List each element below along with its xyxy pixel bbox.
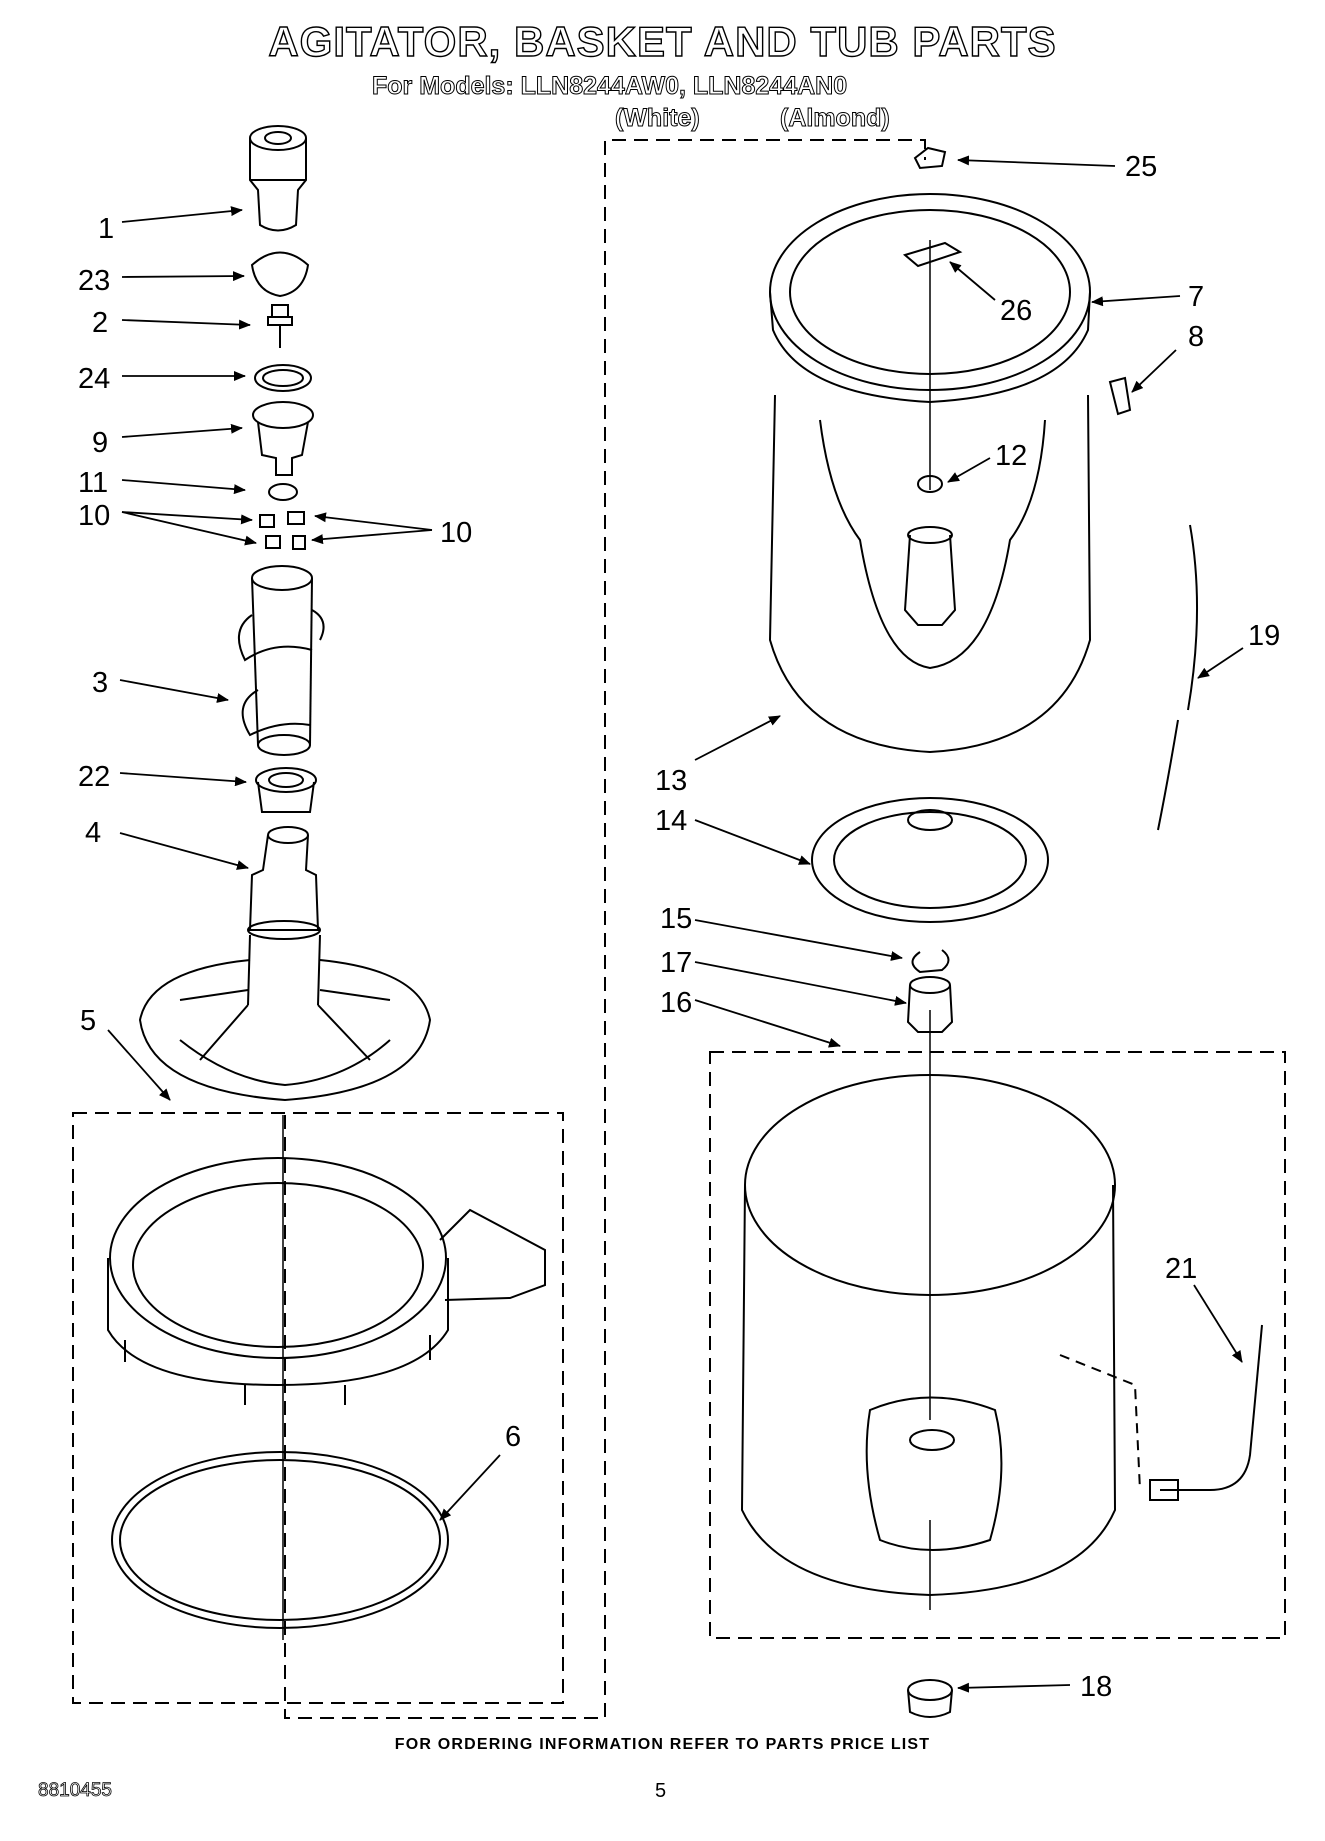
part-17-coupling-icon xyxy=(906,976,954,1033)
part-16-tub-icon xyxy=(740,1074,1117,1597)
callout-10-right: 10 xyxy=(440,517,472,549)
callout-1: 1 xyxy=(98,213,114,245)
callout-7: 7 xyxy=(1188,281,1204,313)
part-9-icon xyxy=(252,401,314,476)
callout-23: 23 xyxy=(78,265,110,297)
ordering-note: FOR ORDERING INFORMATION REFER TO PARTS … xyxy=(394,1736,931,1753)
part-10-clips-icon xyxy=(259,511,306,550)
part-5-housing-icon xyxy=(107,1157,546,1405)
page-number: 5 xyxy=(655,1780,667,1802)
callout-21: 21 xyxy=(1165,1253,1197,1285)
callout-24: 24 xyxy=(78,363,110,395)
models-line: For Models: LLN8244AW0, LLN8244AN0 xyxy=(371,72,848,101)
part-1-cap-icon xyxy=(249,125,307,232)
callout-4: 4 xyxy=(85,817,101,849)
part-18-icon xyxy=(907,1679,953,1718)
callout-9: 9 xyxy=(92,427,108,459)
callout-13: 13 xyxy=(655,765,687,797)
part-4-agitator-icon xyxy=(138,826,432,1102)
part-21-hose-icon xyxy=(1160,1324,1263,1491)
part-6-ring-icon xyxy=(111,1451,449,1629)
document-number: 8810455 xyxy=(38,1780,113,1802)
part-2-bolt-icon xyxy=(267,304,293,348)
part-25-icon xyxy=(913,146,947,170)
part-26-icon xyxy=(902,241,963,268)
part-14-drive-ring-icon xyxy=(811,797,1049,923)
part-11-ring-icon xyxy=(268,483,298,501)
part-7-balance-ring-icon xyxy=(769,193,1091,404)
callout-25: 25 xyxy=(1125,151,1157,183)
leader-arrows xyxy=(107,155,1244,1693)
callout-labels: 1 23 2 24 9 11 10 10 3 22 4 5 6 25 26 7 … xyxy=(78,151,1280,1703)
callout-18: 18 xyxy=(1080,1671,1112,1703)
callout-26: 26 xyxy=(1000,295,1032,327)
callout-5: 5 xyxy=(80,1005,96,1037)
callout-8: 8 xyxy=(1188,321,1204,353)
callout-3: 3 xyxy=(92,667,108,699)
part-15-clip-icon xyxy=(911,949,950,974)
part-3-auger-icon xyxy=(237,565,325,756)
callout-10-left: 10 xyxy=(78,500,110,532)
callout-12: 12 xyxy=(995,440,1027,472)
part-22-icon xyxy=(255,767,317,813)
part-19-hose-icon xyxy=(1187,524,1198,711)
callout-11: 11 xyxy=(78,467,108,499)
part-13-basket-icon xyxy=(768,394,1092,754)
dashed-hose-link xyxy=(1059,1354,1141,1491)
callout-17: 17 xyxy=(660,947,692,979)
callout-22: 22 xyxy=(78,761,110,793)
page-title: AGITATOR, BASKET AND TUB PARTS xyxy=(268,17,1057,65)
part-8-icon xyxy=(1108,376,1132,416)
dashed-box-part-5-6 xyxy=(72,1112,564,1704)
callout-14: 14 xyxy=(655,805,687,837)
callout-6: 6 xyxy=(505,1421,521,1453)
part-23-icon xyxy=(250,251,310,298)
callout-2: 2 xyxy=(92,307,108,339)
color-label-almond: (Almond) xyxy=(780,104,891,133)
callout-16: 16 xyxy=(660,987,692,1019)
color-label-white: (White) xyxy=(615,104,701,133)
dashed-connector-frame xyxy=(284,139,926,1719)
callout-19: 19 xyxy=(1248,620,1280,652)
part-24-ring-icon xyxy=(254,364,312,392)
callout-15: 15 xyxy=(660,903,692,935)
dashed-box-part-16-21 xyxy=(709,1051,1286,1639)
